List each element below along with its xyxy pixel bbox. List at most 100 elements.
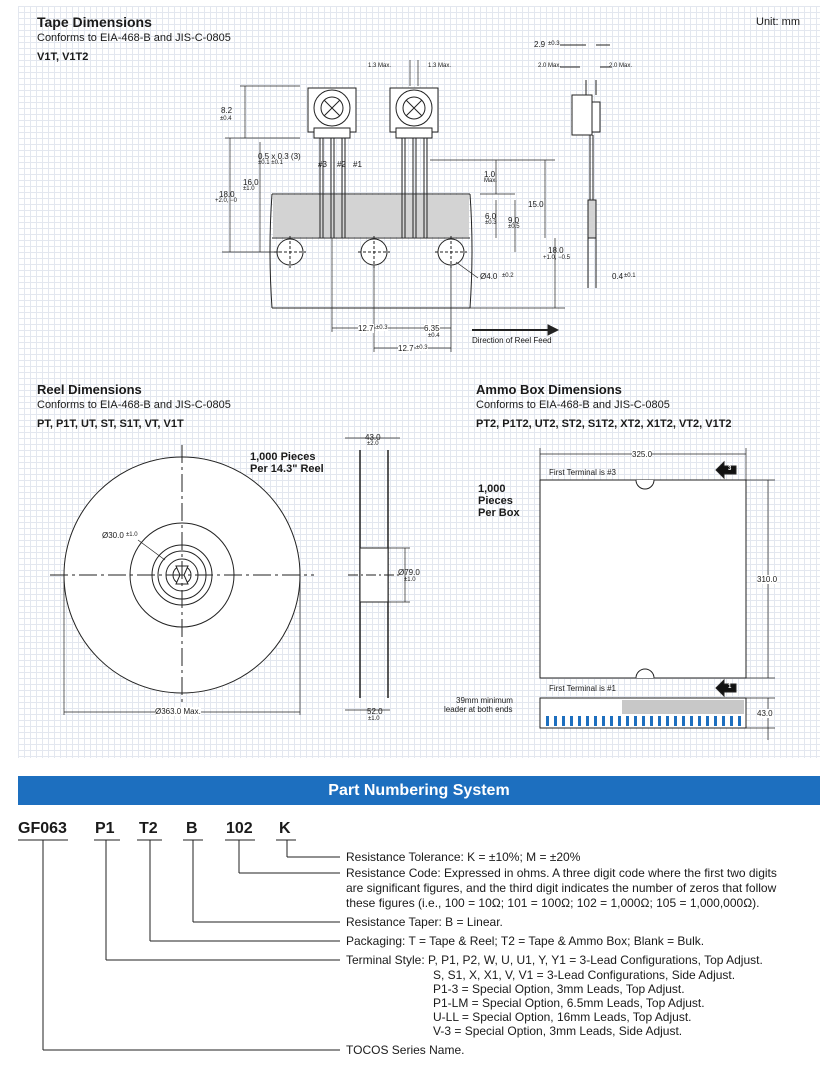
dim-hole: Ø4.0 (480, 272, 498, 281)
dim-15-0: 15.0 (528, 200, 544, 209)
dim-2-9: 2.9 (534, 40, 546, 49)
feed-arrow (472, 324, 560, 336)
ammo-arrow-3 (715, 460, 737, 480)
unit-label: Unit: mm (756, 16, 800, 28)
reel-width-43-tol: ±2.0 (367, 441, 379, 447)
tape-conforms: Conforms to EIA-468-B and JIS-C-0805 (37, 32, 231, 44)
dim-16: 16.0 (243, 178, 259, 187)
reel-width-52: 52.0 (367, 707, 383, 716)
reel-front-view (50, 445, 314, 715)
component-front-2 (389, 87, 439, 238)
component-side-view (560, 44, 612, 288)
desc-terminal-0: Terminal Style: P, P1, P2, W, U, U1, Y, … (346, 953, 763, 967)
dim-9-0: 9.0 (508, 216, 520, 225)
ammo-depth: 43.0 (757, 709, 773, 718)
dim-6-35: 6.35 (424, 324, 440, 333)
dim-0-4-tol: ±0.1 (624, 273, 636, 279)
first-terminal-1: First Terminal is #1 (549, 684, 616, 693)
dim-18-tol: +2.0, −0 (215, 198, 238, 204)
ammo-terminal-row (546, 716, 741, 726)
dim-lead: 0.5 x 0.3 (3) (258, 152, 301, 161)
ammo-pieces-2: Pieces (478, 495, 513, 507)
tape-strip (269, 193, 473, 309)
code-terminal: P1 (95, 820, 115, 837)
part-numbering-banner: Part Numbering System (18, 776, 820, 805)
ammo-pieces-3: Per Box (478, 507, 520, 519)
dim-12-7-a-tol: ±0.3 (376, 325, 388, 331)
feed-direction-label: Direction of Reel Feed (472, 336, 552, 345)
desc-terminal-2: P1-3 = Special Option, 3mm Leads, Top Ad… (433, 982, 685, 996)
reel-hub-tol: ±1.0 (126, 532, 138, 538)
reel-width-43: 43.0 (365, 433, 381, 442)
reel-conforms: Conforms to EIA-468-B and JIS-C-0805 (37, 399, 231, 411)
desc-rescode-3: these figures (i.e., 100 = 10Ω; 101 = 10… (346, 896, 760, 910)
dim-hole-tol: ±0.2 (502, 273, 514, 279)
dim-8-2: 8.2 (221, 106, 233, 115)
reel-diameter: Ø363.0 Max. (155, 707, 201, 716)
dim-1-0: 1.0 (484, 170, 496, 179)
ammo-box-drawing (539, 448, 775, 740)
dim-lead-tol: ±0.1 ±0.1 (258, 160, 283, 166)
dim-6-0-tol: ±0.3 (485, 220, 497, 226)
desc-terminal-5: V-3 = Special Option, 3mm Leads, Side Ad… (433, 1024, 683, 1038)
ammo-conforms: Conforms to EIA-468-B and JIS-C-0805 (476, 399, 670, 411)
desc-tolerance: Resistance Tolerance: K = ±10%; M = ±20% (346, 850, 581, 864)
desc-rescode-2: are significant figures, and the third d… (346, 881, 777, 895)
dim-1-3-a: 1.3 Max. (368, 63, 392, 69)
ammo-pieces-1: 1,000 (478, 483, 506, 495)
dim-6-0: 6.0 (485, 212, 497, 221)
code-resistance: 102 (226, 820, 253, 837)
code-tolerance: K (279, 820, 291, 837)
dim-12-7-b-tol: ±0.3 (416, 345, 428, 351)
code-taper: B (186, 820, 198, 837)
reel-side-view (345, 437, 410, 711)
ammo-width: 325.0 (632, 450, 653, 459)
dim-12-7-a: 12.7 (358, 324, 374, 333)
desc-terminal-1: S, S1, X, X1, V, V1 = 3-Lead Configurati… (433, 968, 736, 982)
dim-1-0-sub: Max. (484, 178, 498, 184)
reel-models: PT, P1T, UT, ST, S1T, VT, V1T (37, 418, 184, 430)
arrow-1-label: 1 (728, 684, 732, 690)
reel-width-52-tol: ±1.0 (368, 716, 380, 722)
reel-79-dim: Ø79.0 (398, 568, 420, 577)
sprocket-holes (274, 236, 467, 268)
dim-18-0-b-tol: +1.0, −0.5 (543, 255, 571, 261)
tape-title: Tape Dimensions (37, 14, 152, 30)
desc-series: TOCOS Series Name. (346, 1043, 465, 1057)
reel-hub-dim: Ø30.0 (102, 531, 124, 540)
arrow-3-label: 3 (728, 466, 732, 472)
reel-per: Per 14.3" Reel (250, 463, 324, 475)
reel-pieces: 1,000 Pieces (250, 451, 316, 463)
pin-3-label: #3 (318, 160, 327, 169)
pin-1-label: #1 (353, 160, 362, 169)
dim-6-35-tol: ±0.4 (428, 333, 440, 339)
desc-taper: Resistance Taper: B = Linear. (346, 915, 503, 929)
ammo-arrow-1 (715, 678, 737, 698)
dim-18: 18.0 (219, 190, 235, 199)
ammo-title: Ammo Box Dimensions (476, 382, 622, 397)
dim-0-4: 0.4 (612, 272, 624, 281)
component-front-1 (307, 87, 357, 238)
dim-2-0-a: 2.0 Max. (538, 63, 562, 69)
dim-2-9-tol: ±0.3 (548, 41, 560, 47)
code-packaging: T2 (139, 820, 158, 837)
reel-79-tol: ±1.0 (404, 577, 416, 583)
part-number-leaders (18, 839, 340, 1051)
desc-packaging: Packaging: T = Tape & Reel; T2 = Tape & … (346, 934, 705, 948)
ammo-height: 310.0 (757, 575, 778, 584)
desc-terminal-4: U-LL = Special Option, 16mm Leads, Top A… (433, 1010, 692, 1024)
tape-models: V1T, V1T2 (37, 51, 89, 63)
desc-rescode-1: Resistance Code: Expressed in ohms. A th… (346, 866, 777, 880)
dim-8-2-tol: ±0.4 (220, 116, 232, 122)
dim-9-0-tol: ±0.5 (508, 224, 520, 230)
dim-1-3-b: 1.3 Max. (428, 63, 452, 69)
tape-dimension-lines (222, 60, 565, 352)
ammo-models: PT2, P1T2, UT2, ST2, S1T2, XT2, X1T2, VT… (476, 418, 732, 430)
desc-terminal-3: P1-LM = Special Option, 6.5mm Leads, Top… (433, 996, 705, 1010)
first-terminal-3: First Terminal is #3 (549, 468, 616, 477)
code-series: GF063 (18, 820, 67, 837)
leader-note-1: 39mm minimum (456, 696, 513, 705)
dim-12-7-b: 12.7 (398, 344, 414, 353)
leader-note-2: leader at both ends (444, 705, 513, 714)
